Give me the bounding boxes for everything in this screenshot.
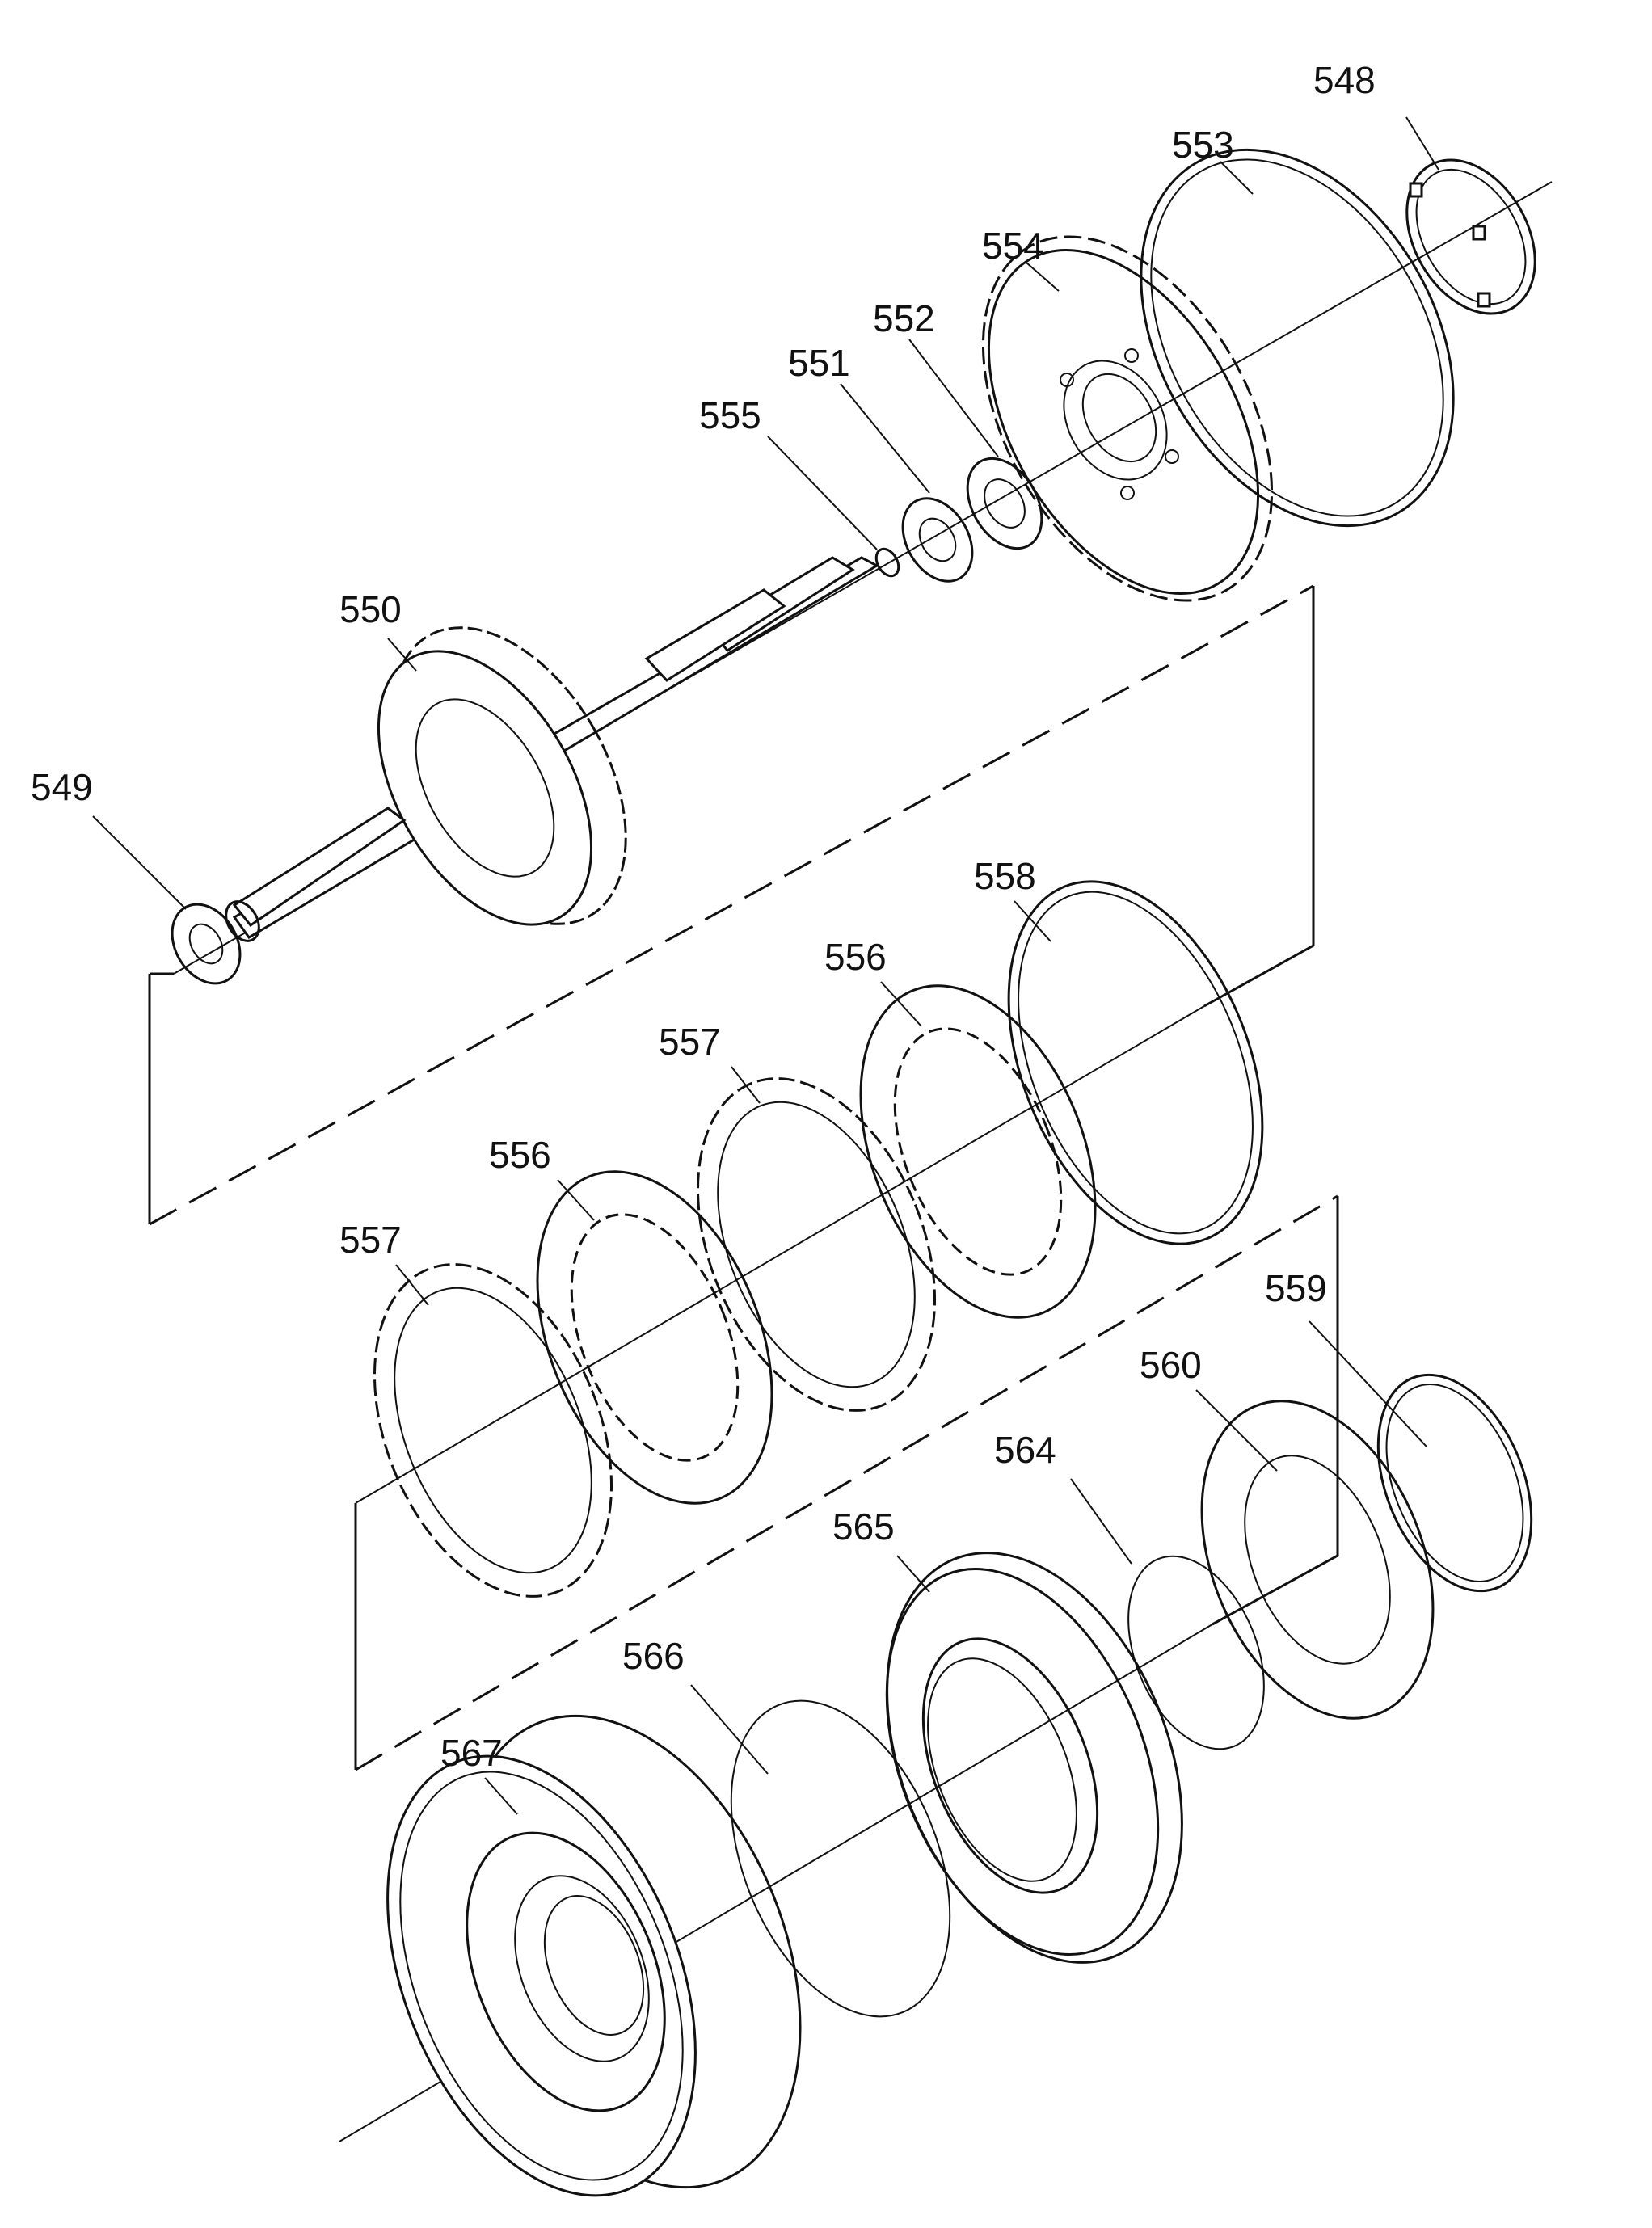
part-555-ring (874, 547, 900, 578)
label-555: 555 (699, 394, 761, 436)
part-560-spring-assembly (1200, 1400, 1435, 1720)
label-558: 558 (974, 855, 1036, 897)
upper-assembly (171, 148, 1553, 985)
part-550-shaft-gear (225, 556, 880, 942)
label-548: 548 (1313, 59, 1376, 101)
label-554: 554 (982, 225, 1044, 267)
part-554-plate (981, 235, 1274, 602)
part-558-ring (1007, 880, 1264, 1245)
label-564: 564 (994, 1429, 1056, 1471)
part-557-plate-lower (373, 1263, 613, 1598)
callout-box-lower (354, 1194, 1339, 1771)
label-567: 567 (440, 1732, 503, 1774)
part-566-disc (730, 1699, 951, 2018)
label-559: 559 (1265, 1267, 1327, 1309)
clutch-pack (355, 880, 1264, 1598)
label-550: 550 (339, 588, 402, 630)
part-551-washer (901, 497, 974, 583)
label-565: 565 (832, 1506, 895, 1548)
part-567-housing (386, 1714, 802, 2197)
label-560: 560 (1140, 1344, 1202, 1386)
label-556-lower: 556 (489, 1134, 551, 1176)
callout-box-upper (148, 584, 1315, 1226)
label-566: 566 (622, 1635, 685, 1677)
label-557-upper: 557 (659, 1021, 721, 1063)
part-556-plate-upper (859, 984, 1097, 1319)
part-556-plate-lower (536, 1170, 773, 1505)
lower-assembly (339, 1373, 1533, 2197)
part-557-plate-upper (696, 1077, 937, 1412)
label-553: 553 (1172, 124, 1234, 166)
part-559-ring (1376, 1373, 1533, 1593)
part-552-washer (966, 457, 1043, 550)
label-549: 549 (31, 766, 93, 808)
part-564-disc (1127, 1555, 1265, 1750)
label-556-upper: 556 (824, 936, 887, 978)
label-557-lower: 557 (339, 1219, 402, 1261)
leader-lines (92, 116, 1439, 1815)
part-548-retainer (1405, 158, 1536, 315)
part-labels: 548 553 554 552 551 555 550 549 558 556 … (31, 59, 1376, 1774)
part-553-ring (1140, 148, 1455, 528)
label-551: 551 (788, 342, 850, 384)
middle-axis-line (355, 1005, 1205, 1504)
label-552: 552 (873, 297, 935, 339)
part-565-piston (885, 1552, 1183, 1964)
